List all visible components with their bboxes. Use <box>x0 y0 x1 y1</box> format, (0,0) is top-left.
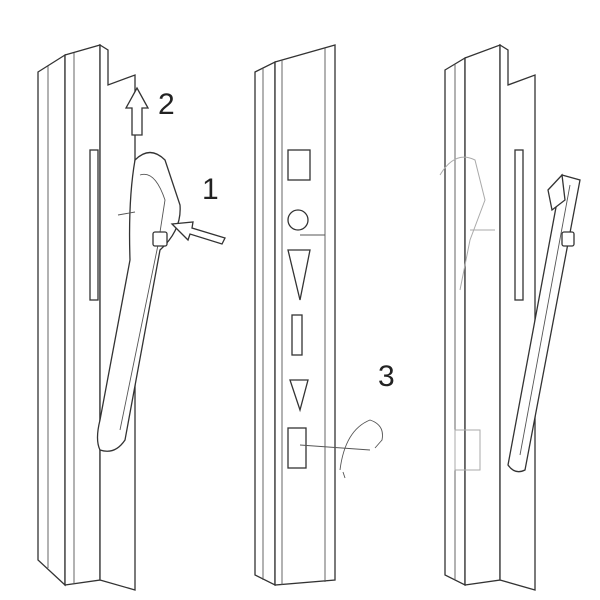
lower-keeper <box>287 427 307 469</box>
middle-profile <box>254 44 336 587</box>
step-label-3: 3 <box>378 360 395 393</box>
open-handle <box>507 173 581 473</box>
lock-cylinder <box>152 231 168 247</box>
arrow-left-icon <box>170 221 226 245</box>
arrow-up-icon <box>124 86 150 136</box>
step-label-1: 1 <box>202 173 219 206</box>
lock-cylinder-open <box>561 231 575 247</box>
left-slot <box>89 149 99 301</box>
step-label-2: 2 <box>158 88 175 121</box>
hook-tool <box>299 419 383 479</box>
right-profile <box>439 43 536 591</box>
left-profile <box>37 43 136 591</box>
window-handle <box>96 151 181 452</box>
upper-keeper <box>287 149 311 181</box>
